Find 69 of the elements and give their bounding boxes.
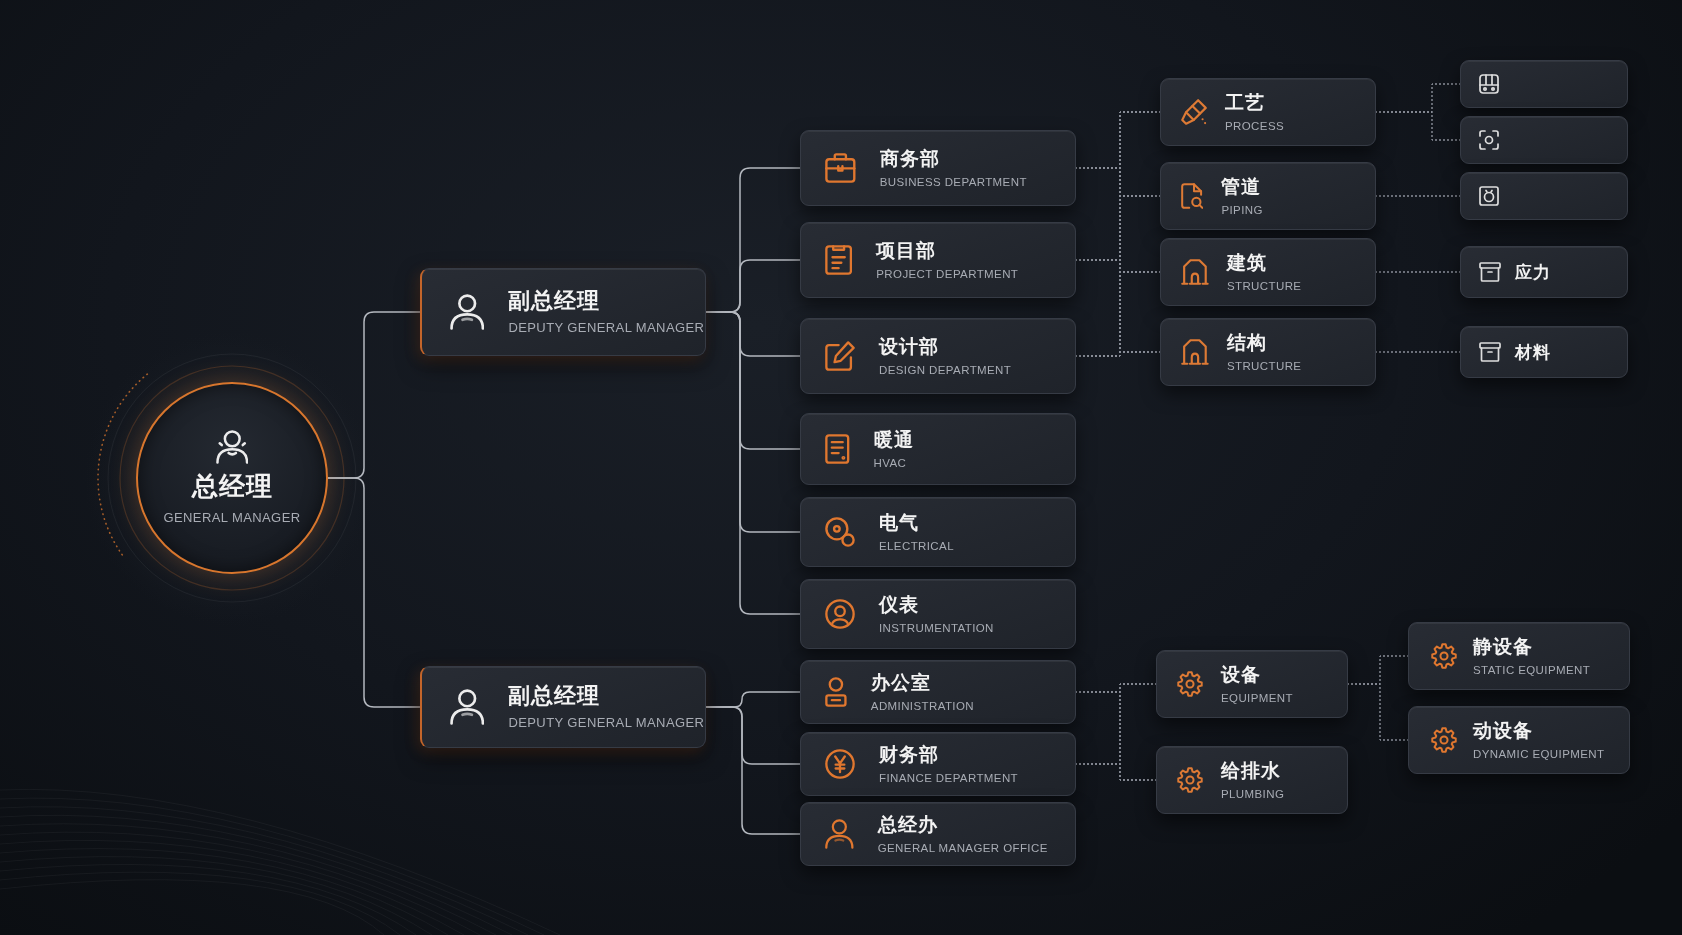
department-card (800, 660, 1076, 724)
role-card (420, 666, 706, 748)
equipment-card (1408, 706, 1630, 774)
title-text: 办公室 (870, 670, 931, 694)
department-card (800, 413, 1076, 485)
title-text: 给排水 (1221, 758, 1281, 782)
department-card (800, 497, 1076, 567)
tag-card (1460, 326, 1628, 378)
title-text: 副总经理 (508, 683, 601, 710)
tag-card (1460, 60, 1628, 108)
discipline-card (1160, 162, 1376, 230)
title-text: 副总经理 (508, 288, 601, 315)
title-text: 项目部 (876, 238, 937, 262)
title-text: 商务部 (879, 146, 940, 170)
title-text: 电气 (879, 510, 919, 534)
connector-line (327, 477, 421, 708)
subtitle-text: PROJECT DEPARTMENT (876, 267, 1019, 282)
subtitle-text: STRUCTURE (1226, 359, 1302, 374)
subtitle-text: GENERAL MANAGER (163, 510, 301, 526)
subtitle-text: HVAC (873, 456, 907, 471)
title-text: 设备 (1221, 662, 1261, 686)
discipline-card (1160, 238, 1376, 306)
title-text: 工艺 (1225, 90, 1265, 114)
title-text: 建筑 (1226, 250, 1267, 274)
equipment-card (1408, 622, 1630, 690)
subtitle-text: EQUIPMENT (1221, 691, 1293, 706)
department-card (800, 318, 1076, 394)
title-text: 总经理 (191, 471, 273, 503)
tag-card (1460, 172, 1628, 220)
subtitle-text: ADMINISTRATION (870, 699, 974, 714)
department-card (800, 732, 1076, 796)
title-text: 材料 (1515, 341, 1551, 363)
title-text: 财务部 (879, 742, 939, 766)
discipline-card (1156, 746, 1348, 814)
title-text: 管道 (1221, 174, 1262, 198)
title-text: 动设备 (1473, 718, 1533, 742)
title-text: 暖通 (873, 427, 914, 451)
subtitle-text: FINANCE DEPARTMENT (879, 771, 1019, 786)
title-text: 设计部 (879, 334, 939, 358)
dotted-connector (1075, 351, 1161, 357)
title-text: 总经办 (877, 812, 938, 836)
subtitle-text: DEPUTY GENERAL MANAGER (508, 715, 705, 731)
role-card (420, 268, 706, 356)
connector-line (705, 706, 801, 835)
tag-card (1460, 116, 1628, 164)
subtitle-text: ELECTRICAL (879, 539, 954, 554)
subtitle-text: DEPUTY GENERAL MANAGER (508, 320, 705, 336)
tag-card (1460, 246, 1628, 298)
subtitle-text: GENERAL MANAGER OFFICE (877, 841, 1048, 856)
subtitle-text: STRUCTURE (1226, 279, 1302, 294)
discipline-card (1156, 650, 1348, 718)
department-card (800, 579, 1076, 649)
subtitle-text: STATIC EQUIPMENT (1473, 663, 1591, 678)
department-card (800, 802, 1076, 866)
subtitle-text: INSTRUMENTATION (879, 621, 994, 636)
subtitle-text: BUSINESS DEPARTMENT (879, 175, 1027, 190)
discipline-card (1160, 78, 1376, 146)
title-text: 结构 (1226, 330, 1267, 354)
department-card (800, 222, 1076, 298)
title-text: 静设备 (1473, 634, 1533, 658)
title-text: 仪表 (879, 592, 919, 616)
subtitle-text: DYNAMIC EQUIPMENT (1473, 747, 1605, 762)
subtitle-text: PIPING (1221, 203, 1263, 218)
discipline-card (1160, 318, 1376, 386)
title-text: 应力 (1515, 261, 1551, 283)
subtitle-text: DESIGN DEPARTMENT (879, 363, 1012, 378)
subtitle-text: PLUMBING (1221, 787, 1285, 802)
department-card (800, 130, 1076, 206)
subtitle-text: PROCESS (1225, 119, 1285, 134)
